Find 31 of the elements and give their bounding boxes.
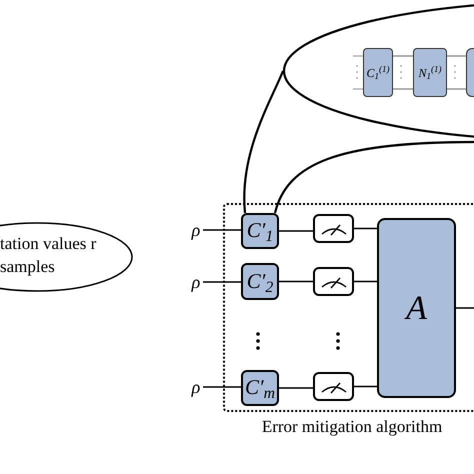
wire <box>354 386 377 388</box>
measurement-box <box>313 267 354 296</box>
zoom-line <box>274 140 474 214</box>
ellipse-text: tation values r samples <box>0 234 96 276</box>
measurement-box <box>313 214 354 243</box>
gate-box <box>413 48 447 97</box>
node-text: C′$_{2}$ <box>246 268 274 298</box>
wire <box>279 280 313 282</box>
region-title: Error mitigation algorithm <box>262 417 442 436</box>
wire <box>354 280 377 282</box>
gate-box <box>241 213 279 249</box>
node-text: ρ <box>192 221 200 239</box>
wire <box>279 230 313 232</box>
wire <box>203 229 241 231</box>
measurement-box <box>313 372 354 401</box>
wire <box>203 386 241 388</box>
algorithm-box <box>377 218 456 398</box>
wire <box>456 307 474 309</box>
node-text: C′$_{m}$ <box>245 374 275 404</box>
wire <box>446 55 467 90</box>
node-text: ρ <box>192 273 200 291</box>
node-text: ρ <box>192 378 200 396</box>
wire <box>392 55 414 90</box>
gate-box <box>241 263 279 300</box>
node-text: A <box>406 288 427 328</box>
wire <box>203 281 241 283</box>
wire <box>354 228 377 230</box>
gate-box <box>363 48 393 97</box>
wire <box>279 387 313 389</box>
zoom-line <box>243 70 284 214</box>
node-text: C′$_{1}$ <box>246 217 274 247</box>
